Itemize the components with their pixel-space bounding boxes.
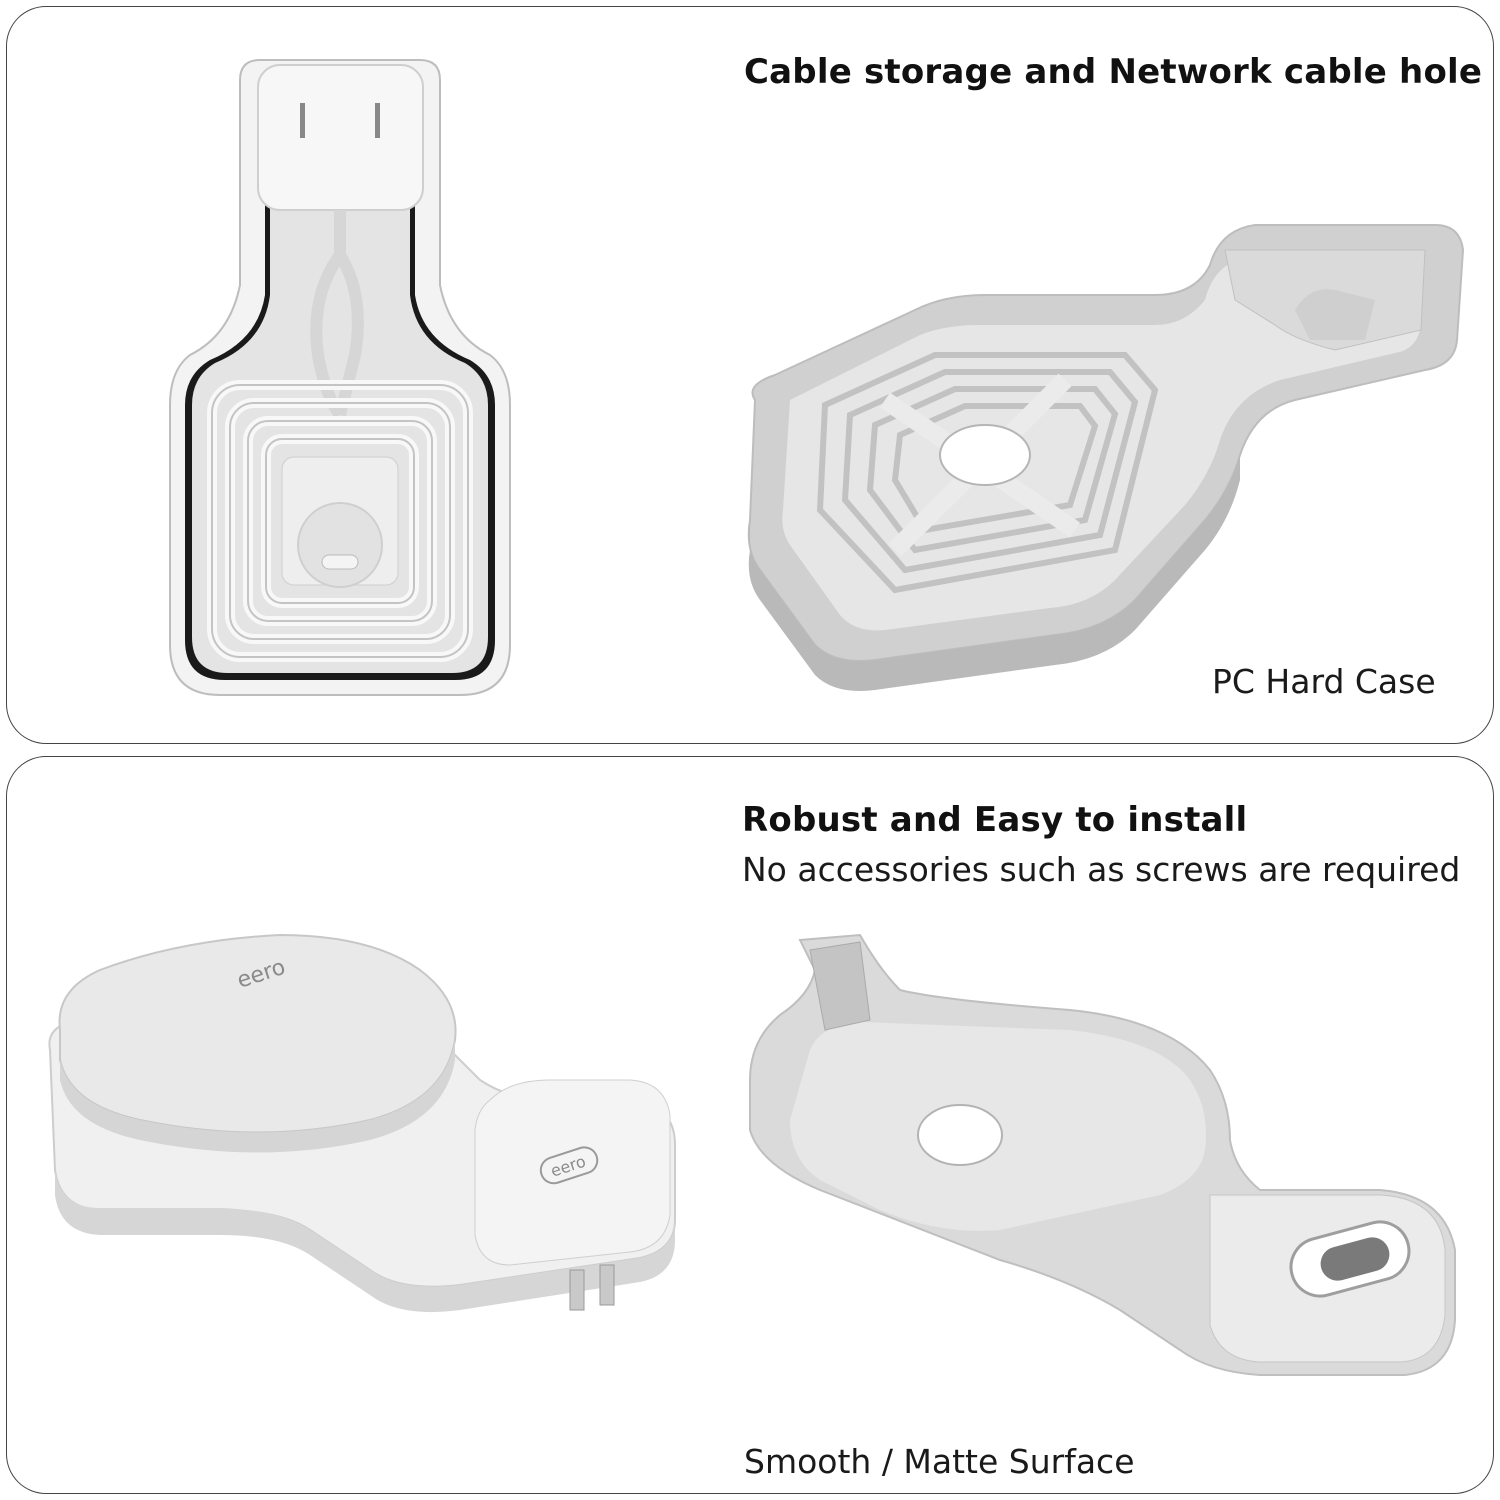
- top-panel-title: Cable storage and Network cable hole: [744, 52, 1483, 92]
- cable-storage-front-image: [150, 55, 530, 705]
- eero-logo-adapter-icon: eero: [539, 1146, 599, 1185]
- bottom-panel-title: Robust and Easy to install: [742, 800, 1248, 840]
- bottom-panel-caption: Smooth / Matte Surface: [744, 1442, 1135, 1481]
- top-panel-caption: PC Hard Case: [1212, 662, 1436, 701]
- hard-case-image: [735, 190, 1475, 700]
- empty-mount-image: [740, 930, 1470, 1430]
- bottom-panel-subtitle: No accessories such as screws are requir…: [742, 850, 1461, 889]
- mounted-device-image: eero eero: [40, 930, 690, 1390]
